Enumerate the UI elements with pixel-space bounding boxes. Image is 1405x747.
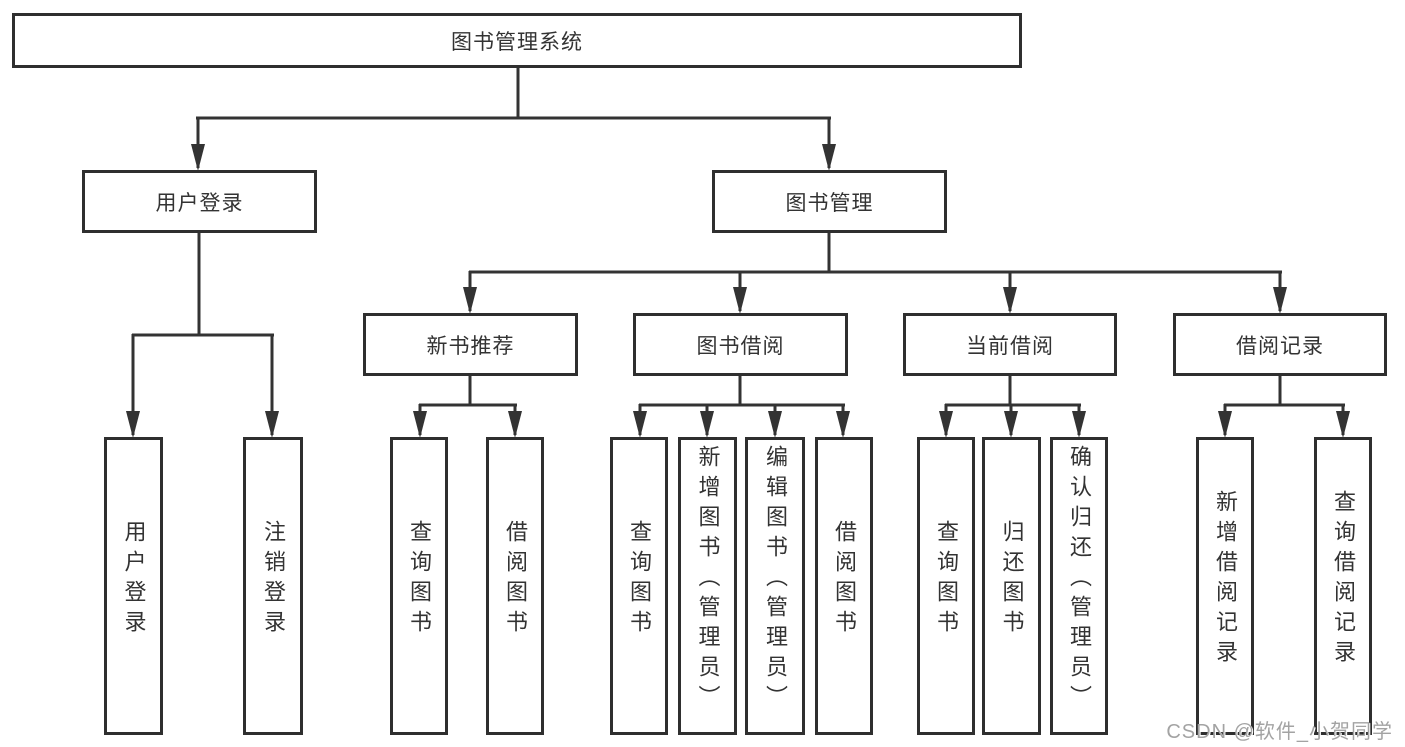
csdn-watermark: CSDN @软件_小贺同学 <box>1166 721 1393 743</box>
node-label: 注销登录 <box>261 520 286 640</box>
node-label: 查询图书 <box>627 520 652 640</box>
node-user-login: 用户登录 <box>82 170 317 233</box>
leaf-logout: 注销登录 <box>243 437 303 735</box>
connector-root-to-level2 <box>191 68 836 171</box>
node-label: 用户登录 <box>121 520 147 640</box>
node-label: 图书管理系统 <box>451 30 583 54</box>
leaf-edit-books-admin: 编辑图书（管理员） <box>745 437 805 735</box>
leaf-add-borrow-record: 新增借阅记录 <box>1196 437 1254 735</box>
leaf-query-books-3: 查询图书 <box>917 437 975 735</box>
leaf-user-login: 用户登录 <box>104 437 163 735</box>
node-label: 借阅图书 <box>503 520 528 640</box>
node-label: 新书推荐 <box>426 334 515 358</box>
connector-newbook-to-leaves <box>413 376 522 438</box>
connector-record-to-leaves <box>1218 376 1350 438</box>
connector-current-to-leaves <box>939 376 1086 438</box>
connector-borrow-to-leaves <box>633 376 850 438</box>
node-label: 查询图书 <box>934 520 959 640</box>
node-label: 查询图书 <box>407 520 432 640</box>
node-current-borrowing: 当前借阅 <box>903 313 1117 376</box>
node-label: 新增图书（管理员） <box>695 445 721 715</box>
leaf-add-books-admin: 新增图书（管理员） <box>678 437 737 735</box>
node-label: 借阅记录 <box>1236 334 1324 358</box>
node-book-borrowing: 图书借阅 <box>633 313 848 376</box>
leaf-query-borrow-record: 查询借阅记录 <box>1314 437 1372 735</box>
node-root-system: 图书管理系统 <box>12 13 1022 68</box>
node-new-book-recommend: 新书推荐 <box>363 313 578 376</box>
node-label: 新增借阅记录 <box>1213 490 1238 670</box>
connector-login-to-leaves <box>126 233 279 438</box>
node-label: 编辑图书（管理员） <box>763 445 788 715</box>
leaf-return-books: 归还图书 <box>982 437 1041 735</box>
node-label: 当前借阅 <box>966 334 1054 358</box>
node-label: 归还图书 <box>999 520 1025 640</box>
node-label: 用户登录 <box>155 191 244 215</box>
node-book-management: 图书管理 <box>712 170 947 233</box>
node-label: 确认归还（管理员） <box>1067 445 1092 715</box>
node-label: 图书管理 <box>785 191 874 215</box>
leaf-borrow-books-1: 借阅图书 <box>486 437 544 735</box>
node-label: 借阅图书 <box>832 520 857 640</box>
leaf-borrow-books-2: 借阅图书 <box>815 437 873 735</box>
node-label: 查询借阅记录 <box>1331 490 1356 670</box>
leaf-query-books-1: 查询图书 <box>390 437 448 735</box>
leaf-query-books-2: 查询图书 <box>610 437 668 735</box>
node-label: 图书借阅 <box>696 334 785 358</box>
leaf-confirm-return-admin: 确认归还（管理员） <box>1050 437 1108 735</box>
connector-mgmt-to-level3 <box>463 233 1287 314</box>
node-borrowing-records: 借阅记录 <box>1173 313 1387 376</box>
